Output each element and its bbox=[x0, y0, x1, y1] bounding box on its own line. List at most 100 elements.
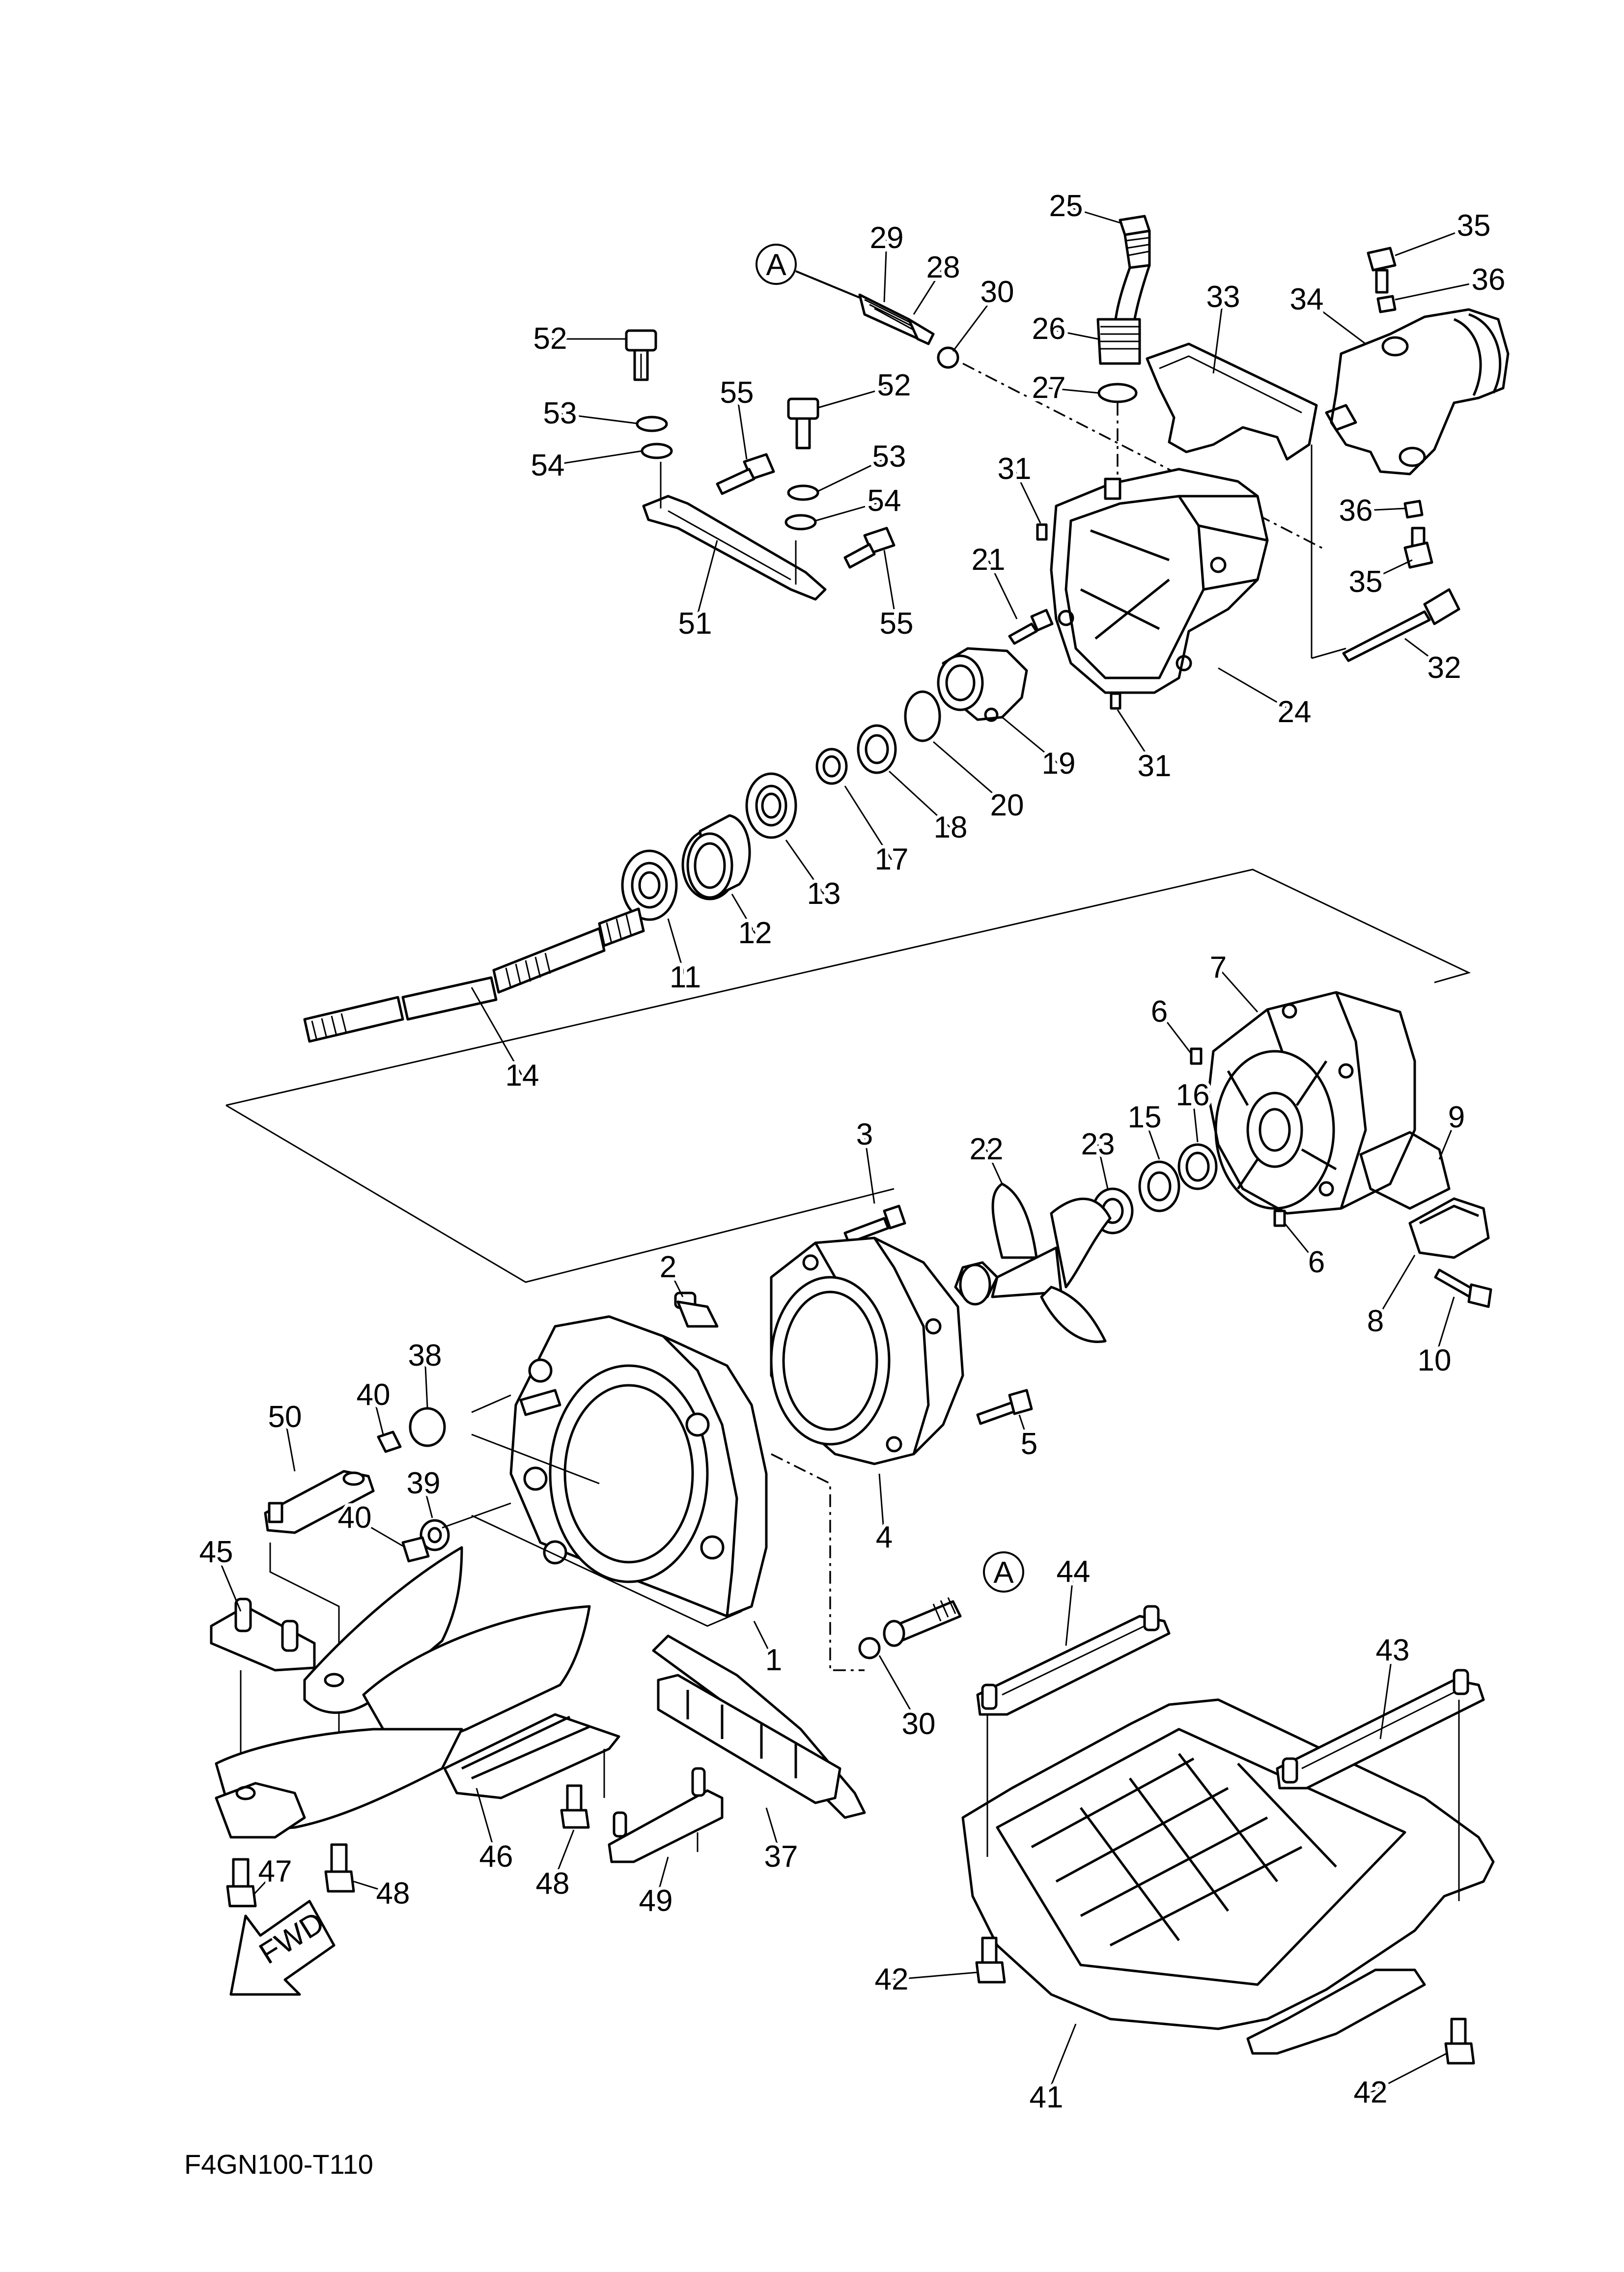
leader-line-22 bbox=[985, 1149, 1003, 1184]
part-nut-40a bbox=[377, 1431, 402, 1453]
part-screw-42b bbox=[1444, 2018, 1475, 2065]
part-clamp-30b bbox=[858, 1637, 881, 1659]
callout-22: 22 bbox=[970, 1132, 1004, 1166]
leader-line-55b bbox=[883, 550, 897, 624]
leader-line-42b bbox=[1370, 2052, 1447, 2094]
leader-line-24 bbox=[1218, 667, 1295, 713]
leader-line-3 bbox=[864, 1134, 875, 1204]
leader-line-42a bbox=[891, 1971, 978, 1981]
callout-36b: 36 bbox=[1339, 494, 1373, 528]
part-hose bbox=[1096, 215, 1151, 486]
leader-line-47 bbox=[253, 1871, 276, 1895]
leader-lines bbox=[215, 205, 1489, 2098]
part-plate-37 bbox=[652, 1634, 866, 1819]
figure-caption: F4GN100-T110 bbox=[184, 2149, 373, 2180]
callout-34: 34 bbox=[1290, 282, 1324, 316]
leader-line-48b bbox=[552, 1829, 575, 1884]
upper-nozzle-assembly: A bbox=[303, 215, 1510, 1043]
callout-54a: 54 bbox=[531, 449, 565, 482]
part-screw-48b bbox=[560, 1784, 590, 1829]
part-washer-17 bbox=[815, 748, 848, 785]
leader-line-18 bbox=[888, 770, 952, 829]
leader-line-28 bbox=[913, 267, 944, 315]
ref-marker-label: A bbox=[766, 248, 786, 282]
leader-line-6b bbox=[1284, 1223, 1317, 1263]
leader-line-35b bbox=[1365, 559, 1413, 583]
part-washer-54b bbox=[784, 514, 817, 531]
leader-line-39 bbox=[422, 1483, 433, 1518]
leader-line-51 bbox=[694, 540, 718, 624]
callout-51: 51 bbox=[678, 607, 712, 641]
callout-11: 11 bbox=[670, 960, 701, 994]
part-pin-6b bbox=[1273, 1209, 1286, 1227]
callout-55b: 55 bbox=[880, 607, 914, 641]
middle-impeller-assembly bbox=[377, 991, 1492, 1671]
leader-line-33 bbox=[1212, 297, 1224, 374]
leader-line-21 bbox=[987, 560, 1018, 619]
callout-12: 12 bbox=[738, 916, 772, 950]
callout-7: 7 bbox=[1210, 951, 1227, 984]
callout-4: 4 bbox=[876, 1520, 893, 1554]
part-screw-48a bbox=[324, 1843, 355, 1893]
callout-50: 50 bbox=[268, 1400, 302, 1434]
callout-17: 17 bbox=[875, 842, 909, 876]
leader-line-4 bbox=[878, 1473, 885, 1538]
callout-35a: 35 bbox=[1457, 209, 1491, 243]
part-collar-36a bbox=[1376, 295, 1397, 313]
part-pin-31b bbox=[1110, 692, 1121, 710]
callout-9: 9 bbox=[1448, 1100, 1465, 1134]
callout-18: 18 bbox=[934, 811, 968, 844]
part-fitting-a bbox=[883, 1597, 962, 1647]
leader-line-15 bbox=[1144, 1117, 1160, 1160]
ref-marker-a-top: A bbox=[756, 244, 865, 301]
callout-42b: 42 bbox=[1354, 2076, 1388, 2109]
part-cap-19 bbox=[937, 647, 1028, 722]
part-bracket-49 bbox=[608, 1767, 724, 1863]
part-intake-duct-46 bbox=[215, 1546, 620, 1839]
part-bolt-10 bbox=[1434, 1268, 1492, 1308]
part-bolt-35b bbox=[1403, 527, 1433, 569]
leader-line-38 bbox=[424, 1355, 428, 1408]
leader-line-36a bbox=[1395, 279, 1489, 301]
callout-46: 46 bbox=[479, 1840, 513, 1874]
part-seal-18 bbox=[857, 724, 897, 774]
callout-23: 23 bbox=[1081, 1127, 1115, 1161]
callout-41: 41 bbox=[1030, 2080, 1064, 2114]
leader-line-50 bbox=[284, 1417, 296, 1472]
leader-line-30b bbox=[878, 1655, 920, 1725]
leader-line-13 bbox=[785, 840, 825, 895]
part-sleeve-12 bbox=[681, 814, 751, 900]
part-bearing-11 bbox=[621, 849, 678, 921]
leader-line-34 bbox=[1306, 299, 1366, 345]
part-cover-8 bbox=[1408, 1197, 1490, 1259]
callout-37: 37 bbox=[764, 1840, 798, 1874]
callout-16: 16 bbox=[1176, 1078, 1210, 1112]
callout-8: 8 bbox=[1367, 1304, 1384, 1338]
leader-line-20 bbox=[933, 741, 1008, 807]
leader-line-45 bbox=[215, 1552, 242, 1612]
part-nozzle-34 bbox=[1325, 308, 1510, 476]
callout-3: 3 bbox=[856, 1118, 873, 1151]
leader-line-1 bbox=[753, 1621, 775, 1661]
leader-line-23 bbox=[1097, 1144, 1109, 1189]
leader-line-46 bbox=[476, 1788, 497, 1857]
part-bolt-52a bbox=[625, 329, 657, 381]
part-impeller-housing-7 bbox=[1207, 991, 1416, 1215]
callout-48a: 48 bbox=[376, 1877, 410, 1910]
part-bolt-52b bbox=[787, 397, 819, 449]
part-ride-plate-41 bbox=[961, 1698, 1495, 2055]
lower-intake-assembly: A bbox=[210, 1470, 1495, 2065]
leader-line-52b bbox=[817, 385, 895, 409]
leader-line-35a bbox=[1395, 225, 1474, 256]
part-washer-54a bbox=[641, 443, 673, 459]
callout-31b: 31 bbox=[1138, 749, 1172, 783]
callout-35b: 35 bbox=[1349, 565, 1383, 599]
leader-line-30a bbox=[952, 292, 998, 352]
callout-13: 13 bbox=[807, 877, 841, 911]
callout-42a: 42 bbox=[875, 1963, 909, 1996]
leader-line-40a bbox=[372, 1395, 384, 1435]
leader-line-43 bbox=[1379, 1650, 1394, 1739]
part-bolt-21 bbox=[1008, 609, 1054, 645]
